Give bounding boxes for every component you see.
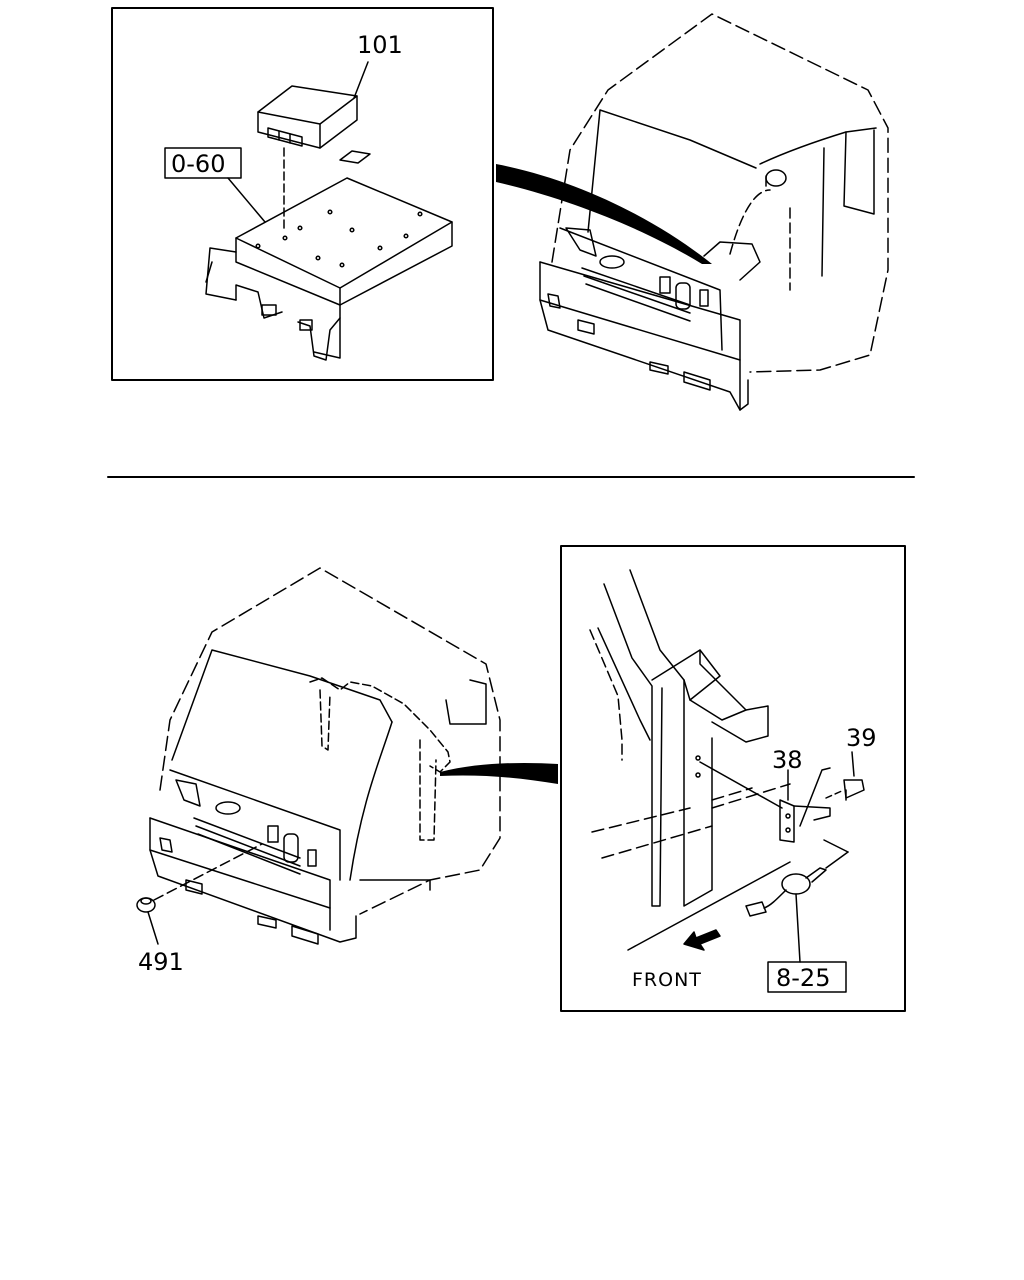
label-491: 491 [138, 948, 184, 976]
bracket-38 [779, 769, 831, 843]
switch-8-25 [745, 839, 849, 963]
label-38: 38 [772, 746, 803, 774]
truck-cab-bottom [149, 567, 501, 945]
top-section: 101 0-60 [111, 7, 889, 411]
pointer-band-top [496, 164, 712, 264]
truck-cab-top [539, 13, 889, 411]
pointer-band-bottom [440, 762, 558, 784]
front-label: FRONT [632, 969, 702, 991]
top-inset-frame [111, 7, 494, 381]
leader-101 [353, 61, 369, 99]
ref-0-60: 0-60 [171, 150, 225, 178]
leader-0-60 [227, 177, 266, 223]
label-39: 39 [846, 724, 877, 752]
mounting-bracket [205, 177, 453, 361]
ref-8-25: 8-25 [776, 964, 830, 992]
ref-box-8-25 [767, 961, 847, 993]
bolt-39 [799, 751, 865, 827]
label-101: 101 [357, 31, 403, 59]
front-arrow [683, 929, 721, 951]
pillar-detail [589, 569, 791, 951]
control-unit-101 [257, 85, 371, 233]
bottom-inset-frame [560, 545, 906, 1012]
clip-491 [136, 843, 263, 945]
bottom-section: 491 [136, 545, 906, 1012]
ref-box-0-60 [164, 147, 242, 179]
